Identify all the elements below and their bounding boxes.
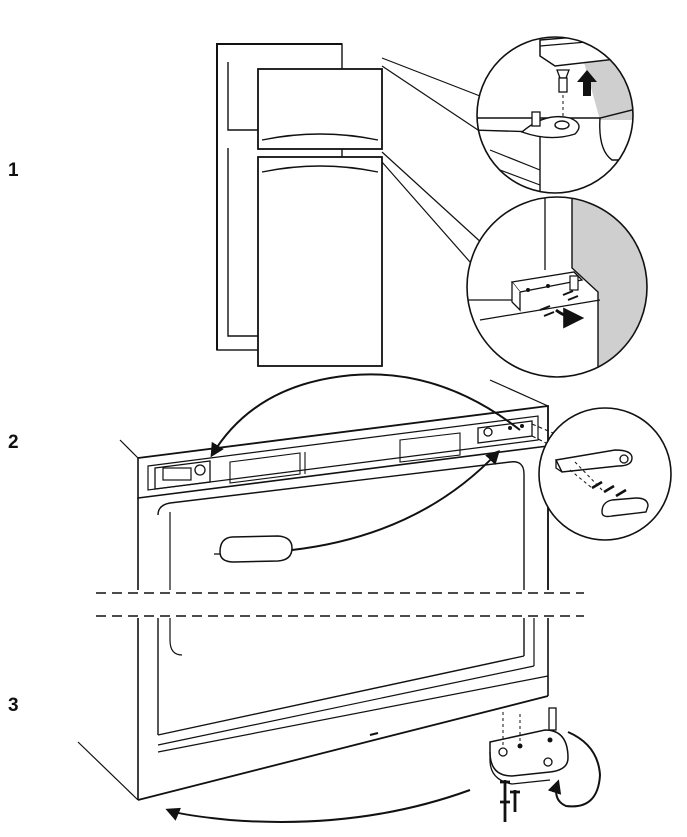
door-hinge-parts-detail [538, 407, 672, 541]
step-number-3: 3 [8, 695, 19, 716]
section-break-lines [96, 592, 584, 617]
fridge-front-view [216, 43, 485, 367]
door-top-edge-view [119, 373, 561, 590]
step-number-2: 2 [8, 432, 19, 453]
middle-hinge-detail [466, 196, 648, 378]
bottom-hinge-parts [489, 707, 602, 822]
step-number-1: 1 [8, 160, 19, 181]
door-bottom-edge-view [77, 618, 549, 823]
top-hinge-detail [476, 36, 634, 194]
